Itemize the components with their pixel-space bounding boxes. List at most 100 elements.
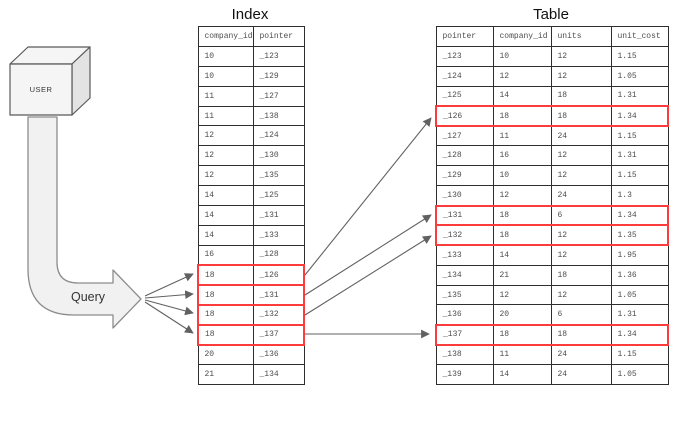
table-cell: _129 — [252, 65, 305, 87]
table-cell: 6 — [550, 304, 612, 326]
table-cell: _126 — [435, 105, 494, 127]
table-cell: 14 — [197, 185, 254, 207]
table-row: 14_131 — [197, 205, 305, 226]
column-header: pointer — [252, 26, 305, 47]
table-cell: 12 — [550, 224, 612, 247]
table-row: 11_127 — [197, 85, 305, 107]
query-to-index-arrows — [144, 273, 194, 334]
table-cell: _123 — [435, 45, 494, 67]
query-arrow — [27, 116, 142, 329]
table-cell: 1.35 — [610, 224, 669, 247]
table-row: 10_129 — [197, 65, 305, 87]
table-cell: 1.3 — [610, 185, 669, 207]
table-row: 11_138 — [197, 105, 305, 127]
table-row: 16_128 — [197, 244, 305, 266]
table-cell: _128 — [435, 145, 494, 167]
table-cell: 1.05 — [610, 364, 669, 386]
table-cell: _133 — [252, 224, 305, 246]
table-cell: 12 — [550, 145, 612, 167]
table-cell: _127 — [252, 85, 305, 107]
table-cell: 18 — [492, 224, 552, 247]
table-cell: 10 — [492, 45, 552, 67]
table-cell: _131 — [435, 204, 494, 227]
table-cell: 1.34 — [610, 204, 669, 227]
table-cell: 6 — [550, 204, 612, 227]
table-cell: 12 — [550, 65, 612, 87]
table-cell: _131 — [252, 284, 305, 306]
table-cell: 18 — [492, 105, 552, 127]
table-cell: _138 — [435, 344, 494, 366]
table-row: 14_125 — [197, 185, 305, 207]
table-cell: _133 — [435, 244, 494, 266]
table-cell: _134 — [435, 264, 494, 286]
index-table-title: Index — [231, 6, 269, 23]
table-cell: 14 — [197, 224, 254, 246]
table-row: 18_132 — [197, 303, 305, 326]
table-cell: 12 — [492, 65, 552, 87]
table-cell: 1.05 — [610, 65, 669, 87]
table-cell: 14 — [492, 85, 552, 107]
table-cell: 16 — [492, 145, 552, 167]
table-cell: 24 — [550, 364, 612, 386]
table-cell: _125 — [435, 85, 494, 107]
table-cell: 12 — [550, 45, 612, 67]
table-cell: _132 — [435, 224, 494, 247]
table-cell: 12 — [550, 165, 612, 187]
table-cell: 1.15 — [610, 165, 669, 187]
table-cell: 1.36 — [610, 264, 669, 286]
table-cell: 10 — [492, 165, 552, 187]
table-cell: 18 — [197, 323, 254, 346]
table-cell: _129 — [435, 165, 494, 187]
table-cell: 18 — [550, 323, 612, 346]
table-cell: 18 — [550, 85, 612, 107]
table-row: 14_133 — [197, 224, 305, 246]
column-header: pointer — [435, 26, 494, 47]
table-cell: _136 — [435, 304, 494, 326]
table-cell: 11 — [492, 344, 552, 366]
table-cell: _127 — [435, 125, 494, 147]
table-cell: 12 — [492, 284, 552, 306]
table-cell: 18 — [550, 264, 612, 286]
table-cell: 18 — [492, 204, 552, 227]
table-cell: 18 — [550, 105, 612, 127]
table-cell: _125 — [252, 185, 305, 207]
table-cell: 12 — [550, 284, 612, 306]
table-row: 21_134 — [197, 364, 305, 386]
table-cell: 18 — [197, 264, 254, 287]
table-cell: _137 — [435, 323, 494, 346]
table-cell: 1.15 — [610, 125, 669, 147]
column-header: company_id — [197, 26, 254, 47]
table-cell: 1.15 — [610, 45, 669, 67]
table-cell: _130 — [252, 145, 305, 167]
table-cell: 14 — [492, 364, 552, 386]
table-cell: 1.05 — [610, 284, 669, 306]
table-cell: 18 — [492, 323, 552, 346]
table-cell: 11 — [197, 105, 254, 127]
index-to-table-arrows — [304, 117, 432, 339]
table-cell: _136 — [252, 344, 305, 366]
table-cell: 21 — [197, 364, 254, 386]
table-row: 18_126 — [197, 264, 305, 287]
table-cell: _130 — [435, 185, 494, 207]
data-table-title: Table — [533, 6, 569, 23]
user-cube-label: USER — [29, 85, 53, 94]
table-cell: 1.31 — [610, 304, 669, 326]
table-cell: 14 — [197, 205, 254, 226]
table-cell: 16 — [197, 244, 254, 266]
column-header: unit_cost — [610, 26, 669, 47]
